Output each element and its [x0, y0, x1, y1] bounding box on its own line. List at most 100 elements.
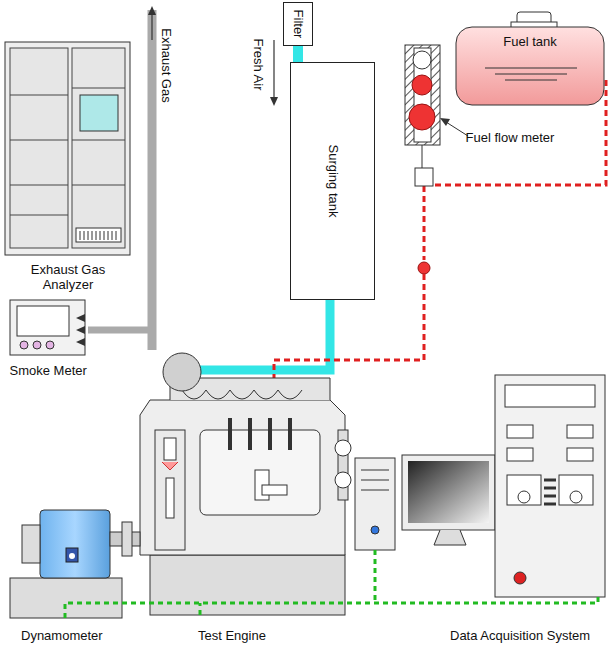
drawing-stroke: [17, 306, 69, 336]
drawing-stroke: [415, 168, 433, 186]
drawing-stroke: [10, 578, 122, 618]
drawing-stroke: [514, 572, 526, 584]
drawing-stroke: [418, 262, 430, 274]
drawing-stroke: [72, 48, 125, 248]
drawing-stroke: [10, 185, 68, 186]
acquisition-rack: [495, 375, 605, 597]
part-label: Fuel flow meter: [462, 130, 558, 145]
drawing-stroke: [270, 97, 278, 106]
drawing-stroke: [361, 470, 389, 490]
drawing-stroke: [33, 341, 41, 349]
drawing-stroke: [518, 491, 530, 503]
drawing-stroke: [456, 27, 604, 105]
fuel-tank: Fuel tank: [455, 10, 605, 107]
data-cable: [65, 550, 598, 618]
drawing-stroke: [559, 475, 593, 505]
drawing-stroke: [570, 491, 582, 503]
drawing-stroke: [162, 462, 178, 470]
drawing-stroke: [151, 12, 152, 40]
drawing-stroke: [182, 390, 302, 399]
drawing-stroke: [408, 461, 489, 523]
drawing-stroke: [507, 448, 533, 461]
drawing-stroke: [20, 341, 28, 349]
exhaust-pipe: [88, 6, 156, 350]
pipe-connector: [293, 46, 303, 62]
flow-arrow: [270, 40, 278, 106]
drawing-stroke: [22, 525, 40, 563]
drawing-stroke: [422, 145, 423, 168]
drawing-stroke: [544, 480, 556, 504]
drawing-stroke: [434, 530, 466, 545]
smoke-meter: [10, 300, 85, 355]
drawing-stroke: [148, 6, 156, 15]
drawing-stroke: [72, 140, 125, 141]
drawing-stroke: [423, 186, 426, 260]
drawing-stroke: [10, 140, 68, 141]
drawing-stroke: [163, 353, 201, 391]
drawing-stroke: [80, 95, 118, 131]
node-label: Filter: [291, 10, 306, 39]
drawing-stroke: [413, 51, 431, 69]
drawing-stroke: [80, 231, 116, 240]
drawing-stroke: [402, 455, 495, 530]
filter-box: Filter: [283, 2, 313, 46]
part-label: Test Engine: [198, 628, 266, 643]
drawing-stroke: [371, 526, 379, 534]
drawing-stroke: [567, 448, 593, 461]
drawing-stroke: [10, 300, 85, 355]
drawing-stroke: [273, 40, 274, 98]
drawing-stroke: [446, 122, 468, 136]
dynamometer: [10, 510, 140, 618]
drawing-stroke: [412, 75, 432, 95]
drawing-stroke: [148, 10, 157, 350]
drawing-stroke: [76, 338, 85, 346]
drawing-stroke: [140, 400, 345, 555]
part-label: Exhaust Gas Analyzer: [13, 262, 123, 292]
drawing-stroke: [507, 475, 541, 505]
drawing-stroke: [230, 418, 290, 450]
engine-block: [140, 353, 351, 615]
drawing-stroke: [335, 472, 351, 488]
part-label: Dynamometer: [21, 628, 103, 643]
drawing-stroke: [155, 430, 185, 550]
drawing-stroke: [5, 42, 130, 255]
drawing-stroke: [72, 88, 125, 89]
surging-tank-box: Surging tank: [290, 62, 375, 300]
drawing-stroke: [76, 228, 121, 242]
flow-label: Fresh Air: [251, 38, 266, 90]
drawing-stroke: [150, 555, 345, 615]
part-label: Data Acquisition System: [450, 628, 590, 643]
analyzer-cabinet: [5, 42, 130, 255]
drawing-stroke: [440, 118, 450, 126]
drawing-stroke: [495, 375, 605, 597]
flow-label: Exhaust Gas: [159, 28, 174, 102]
drawing-stroke: [46, 341, 54, 349]
drawing-stroke: [10, 215, 68, 216]
tank-outline: [455, 10, 605, 107]
drawing-stroke: [10, 95, 68, 96]
drawing-stroke: [76, 326, 85, 334]
drawing-stroke: [40, 510, 110, 578]
drawing-stroke: [69, 553, 75, 559]
node-label: Surging tank: [325, 145, 340, 218]
drawing-stroke: [505, 385, 595, 407]
drawing-stroke: [200, 430, 320, 515]
drawing-stroke: [355, 458, 395, 550]
drawing-stroke: [88, 327, 152, 334]
drawing-stroke: [409, 104, 435, 130]
drawing-stroke: [507, 425, 533, 438]
part-label: Smoke Meter: [10, 363, 87, 378]
drawing-stroke: [66, 548, 78, 562]
drawing-stroke: [567, 425, 593, 438]
drawing-stroke: [72, 185, 125, 186]
drawing-stroke: [485, 68, 577, 80]
drawing-stroke: [122, 522, 132, 556]
drawing-stroke: [76, 314, 85, 322]
node-label: Fuel tank: [455, 34, 605, 49]
drawing-stroke: [164, 438, 176, 460]
drawing-stroke: [10, 48, 68, 248]
drawing-stroke: [262, 485, 287, 495]
computer: [355, 455, 495, 550]
drawing-stroke: [166, 478, 174, 518]
